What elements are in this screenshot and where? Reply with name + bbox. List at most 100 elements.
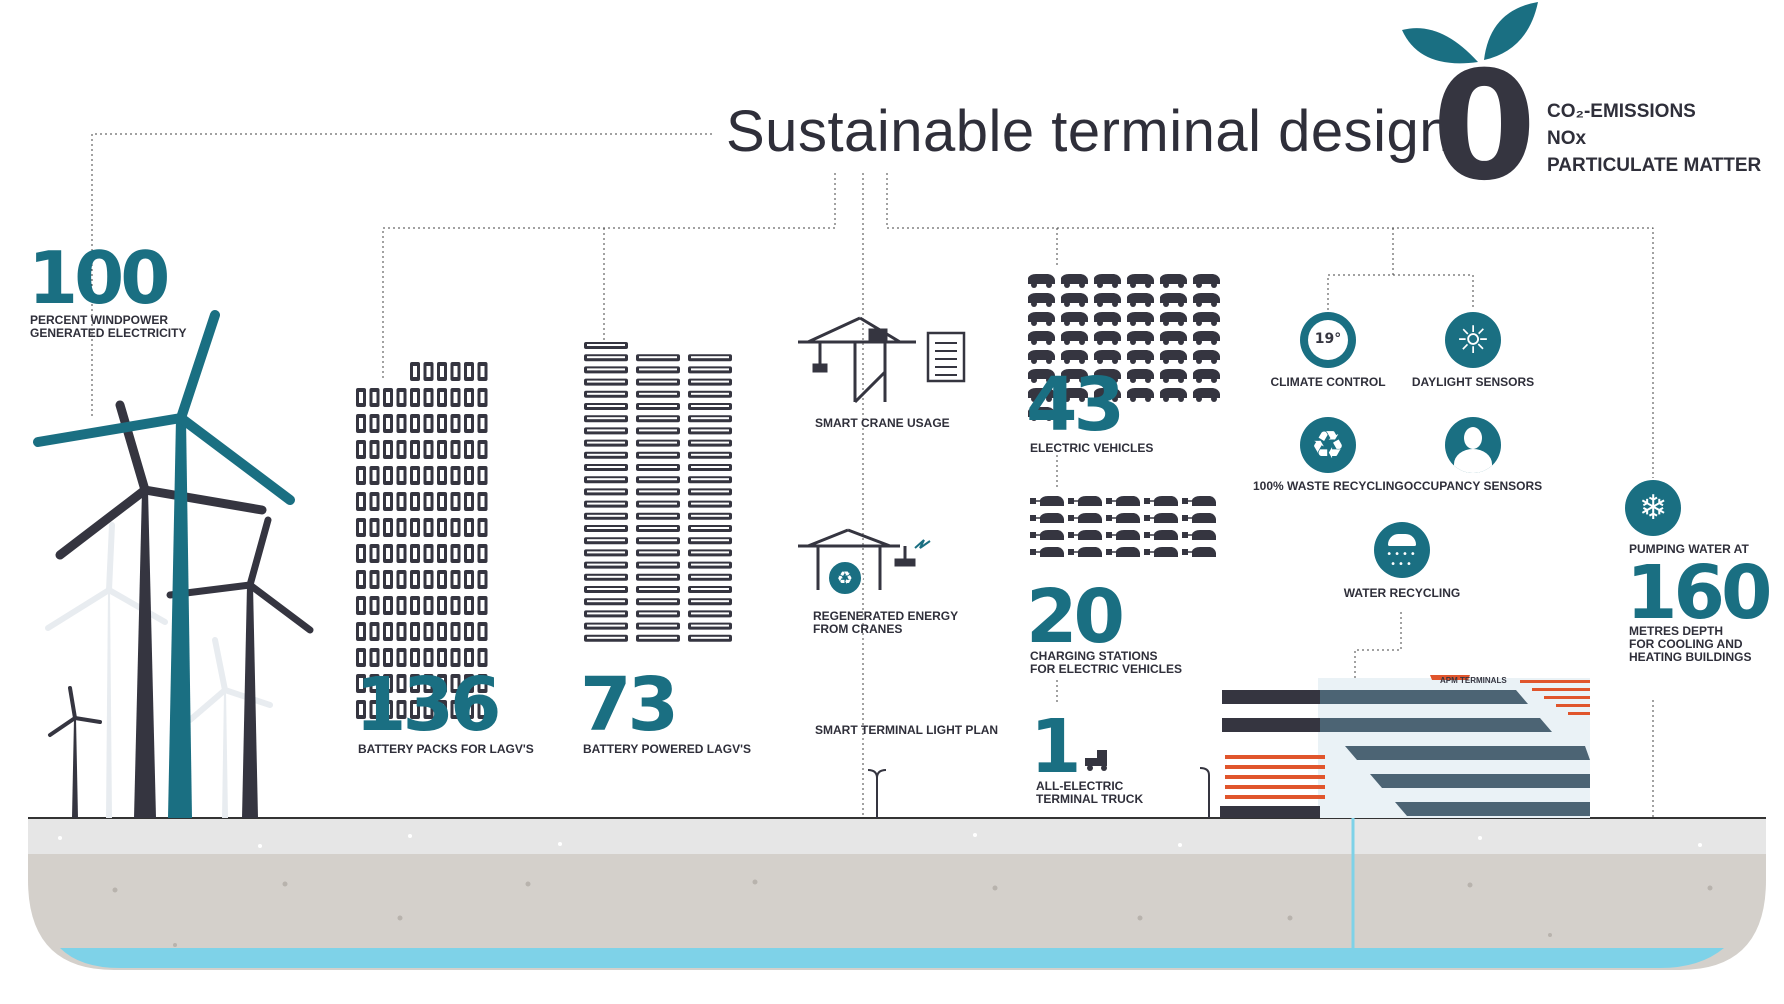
battery-pack-icon	[383, 596, 393, 615]
charging-station-icon	[1144, 547, 1178, 557]
battery-pack-icon	[410, 648, 420, 667]
lagv-icon	[688, 561, 732, 569]
battery-pack-icon	[410, 414, 420, 433]
apm-terminals-sign: APM TERMINALS	[1440, 676, 1507, 685]
battery-packs-label: BATTERY PACKS FOR LAGV'S	[358, 742, 534, 756]
lagv-icon	[636, 634, 680, 642]
lagv-icon	[636, 451, 680, 459]
battery-pack-icon	[396, 570, 407, 589]
daylight-sensor-icon: ☼	[1445, 312, 1501, 368]
lagv-icon	[688, 427, 732, 435]
climate-temp: 19°	[1314, 331, 1342, 347]
battery-pack-icon	[450, 466, 461, 485]
charging-station-icon	[1106, 530, 1140, 540]
battery-pack-icon	[437, 518, 447, 537]
lagv-icon	[688, 500, 732, 508]
lagv-icon	[688, 378, 732, 386]
battery-pack-icon	[464, 414, 474, 433]
charging-station-icon	[1030, 513, 1064, 523]
lagv-icon	[584, 500, 628, 508]
electric-vehicle-icon	[1127, 388, 1154, 402]
charging-stations-line: CHARGING STATIONS	[1030, 649, 1158, 663]
lagv-icon	[636, 488, 680, 496]
lagv-icon	[688, 390, 732, 398]
page-title: Sustainable terminal design	[726, 99, 1453, 164]
electric-vehicle-icon	[1160, 369, 1187, 383]
smart-crane-icon	[798, 316, 966, 404]
battery-pack-icon	[410, 440, 420, 459]
leaf-icon	[1402, 2, 1538, 64]
lagv-icon	[688, 610, 732, 618]
lagv-icon	[688, 464, 732, 471]
battery-pack-icon	[410, 674, 420, 693]
electric-vehicle-icon	[1193, 312, 1220, 326]
charging-station-icon	[1068, 513, 1102, 523]
lagv-icon	[584, 610, 628, 618]
zero-emissions-number: 0	[1432, 40, 1537, 214]
lagv-icon	[584, 464, 628, 471]
lagv-icon	[636, 476, 680, 484]
lagv-icon	[688, 512, 732, 520]
electric-vehicle-icon	[1028, 331, 1055, 345]
battery-pack-icon	[369, 648, 380, 667]
battery-pack-icon	[383, 674, 393, 693]
electric-vehicle-icon	[1094, 293, 1121, 307]
lagv-icon	[636, 598, 680, 606]
battery-pack-icon	[356, 674, 366, 693]
battery-pack-icon	[477, 700, 488, 719]
charging-stations-label: CHARGING STATIONS FOR ELECTRIC VEHICLES	[1030, 650, 1182, 676]
battery-pack-icon	[423, 388, 434, 407]
regenerated-energy-label: REGENERATED ENERGY FROM CRANES	[813, 610, 958, 636]
battery-pack-icon	[383, 466, 393, 485]
battery-pack-icon	[356, 518, 366, 537]
battery-pack-icon	[450, 440, 461, 459]
battery-pack-icon	[356, 440, 366, 459]
battery-pack-icon	[369, 492, 380, 511]
battery-pack-icon	[369, 518, 380, 537]
lagv-icon	[584, 512, 628, 520]
battery-pack-icon	[423, 414, 434, 433]
battery-pack-icon	[356, 596, 366, 615]
battery-pack-icon	[477, 440, 488, 459]
electric-vehicle-icon	[1160, 388, 1187, 402]
battery-pack-icon	[477, 466, 488, 485]
lagv-icon	[688, 403, 732, 410]
battery-pack-icon	[369, 466, 380, 485]
lagv-icon	[636, 427, 680, 435]
charging-station-icon	[1068, 547, 1102, 557]
pumping-depth-value: 160	[1626, 550, 1772, 636]
lagv-icon	[584, 427, 628, 435]
battery-pack-icon	[369, 596, 380, 615]
charging-station-icon	[1144, 513, 1178, 523]
lagv-icon	[636, 403, 680, 410]
charging-station-icon	[1182, 547, 1216, 557]
electric-vehicle-icon	[1127, 369, 1154, 383]
charging-stations-line: FOR ELECTRIC VEHICLES	[1030, 662, 1183, 676]
electric-vehicle-icon	[1193, 369, 1220, 383]
battery-pack-icon	[437, 674, 447, 693]
battery-lagv-grid	[584, 342, 732, 642]
smart-crane-label: SMART CRANE USAGE	[815, 416, 950, 430]
lagv-icon	[636, 415, 680, 423]
battery-pack-icon	[356, 492, 366, 511]
water-recycling-icon: •••• •••	[1374, 522, 1430, 578]
battery-pack-icon	[450, 414, 461, 433]
lagv-icon	[688, 549, 732, 557]
windpower-label-line: GENERATED ELECTRICITY	[30, 326, 187, 340]
electric-vehicle-icon	[1094, 369, 1121, 383]
battery-pack-icon	[423, 466, 434, 485]
regenerated-energy-line: REGENERATED ENERGY	[813, 609, 959, 623]
lagv-icon	[584, 342, 628, 349]
recycle-icon: ♻	[1300, 417, 1356, 473]
electric-vehicle-icon	[1028, 407, 1055, 421]
battery-pack-icon	[423, 570, 434, 589]
battery-pack-icon	[423, 622, 434, 641]
recycle-icon: ♻	[837, 568, 853, 589]
electric-vehicle-icon	[1028, 312, 1055, 326]
battery-pack-icon	[464, 596, 474, 615]
battery-pack-icon	[423, 544, 434, 563]
electric-vehicle-icon	[1028, 293, 1055, 307]
battery-pack-icon	[423, 648, 434, 667]
battery-pack-icon	[437, 700, 447, 719]
electric-vehicle-icon	[1061, 350, 1088, 364]
